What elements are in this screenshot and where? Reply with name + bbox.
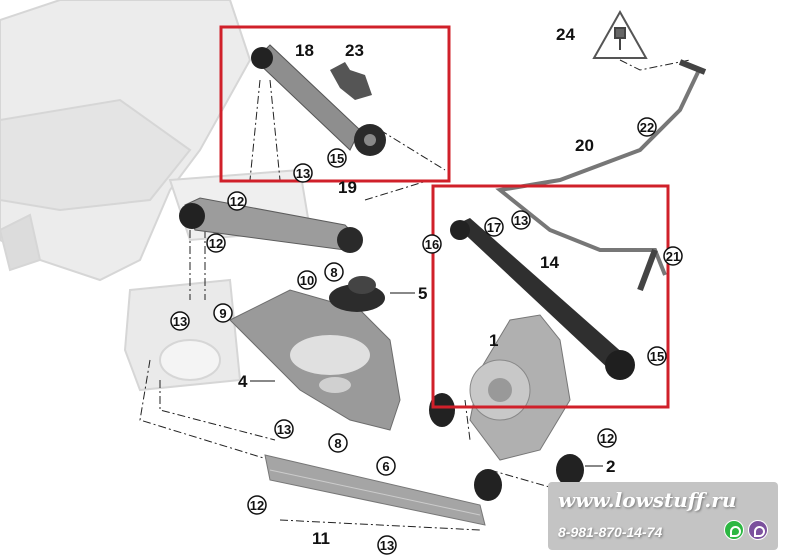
callout: 1 [489, 331, 498, 350]
callout: 15 [650, 349, 664, 364]
callout: 13 [173, 314, 187, 329]
callout: 13 [380, 538, 394, 553]
whatsapp-icon [724, 520, 744, 540]
watermark-url: www.lowstuff.ru [558, 488, 737, 512]
lower-control-arm [229, 289, 401, 431]
callout: 8 [334, 436, 341, 451]
callout: 9 [219, 306, 226, 321]
callout: 23 [345, 41, 364, 60]
callout: 16 [425, 237, 439, 252]
watermark-phone: 8-981-870-14-74 [558, 524, 663, 540]
callout: 12 [209, 236, 223, 251]
callout: 11 [312, 529, 330, 548]
arm-19 [179, 197, 363, 253]
callout: 19 [338, 178, 357, 197]
highlight-box-right [431, 184, 670, 409]
callout: 15 [330, 151, 344, 166]
callout: 13 [277, 422, 291, 437]
callout: 5 [418, 284, 427, 303]
callouts: 18 23 15 13 24 22 20 19 12 12 17 13 16 1… [170, 25, 683, 555]
callout: 18 [295, 41, 314, 60]
callout: 13 [514, 213, 528, 228]
callout: 24 [556, 25, 575, 44]
callout: 20 [575, 136, 594, 155]
watermark: www.lowstuff.ru 8-981-870-14-74 [548, 482, 778, 550]
callout: 8 [330, 265, 337, 280]
callout: 22 [640, 120, 654, 135]
upper-arm-18 [251, 44, 386, 156]
callout: 12 [230, 194, 244, 209]
highlight-box-upper [219, 25, 451, 183]
callout: 13 [296, 166, 310, 181]
bushings [429, 393, 584, 501]
callout: 17 [487, 220, 501, 235]
wheel-carrier [469, 314, 571, 461]
callout: 10 [300, 273, 314, 288]
toe-link-11 [264, 454, 486, 526]
wear-sensor-cable [495, 59, 707, 292]
warning-triangle-icon [592, 9, 648, 59]
arm-14 [450, 218, 635, 380]
callout: 2 [606, 457, 615, 476]
callout: 21 [666, 249, 680, 264]
callout: 14 [540, 253, 559, 272]
callout: 4 [238, 372, 248, 391]
callout: 6 [382, 459, 389, 474]
callout: 12 [250, 498, 264, 513]
callout: 12 [600, 431, 614, 446]
spring-pad [329, 276, 385, 312]
viber-icon [748, 520, 768, 540]
